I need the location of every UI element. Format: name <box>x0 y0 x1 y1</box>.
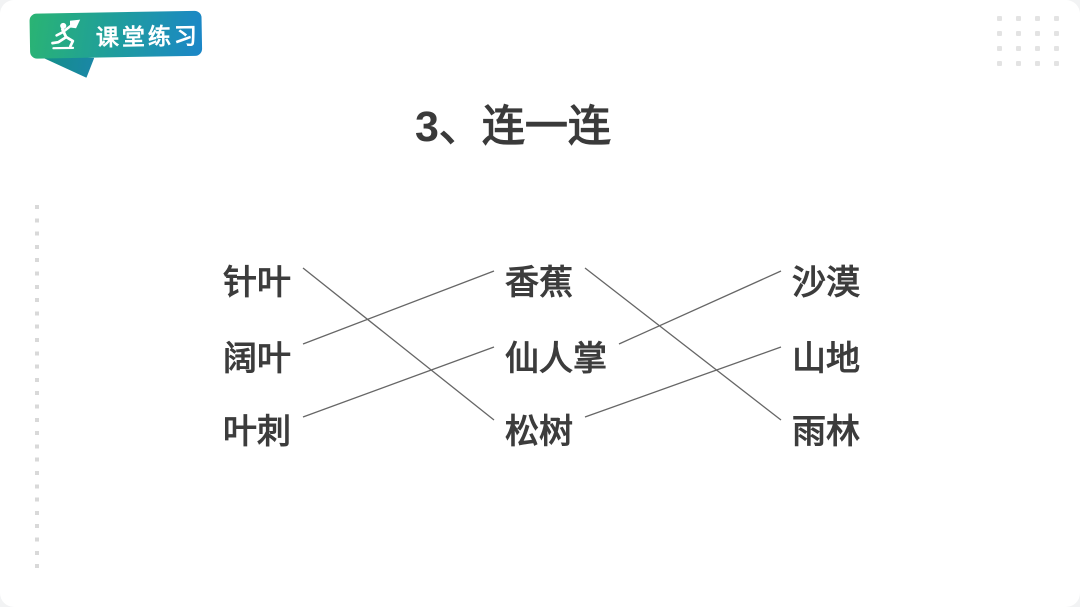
connection-line-yeci-xianrenzhang <box>302 346 495 418</box>
match-word-xiangjiao[interactable]: 香蕉 <box>505 264 573 302</box>
match-word-shamo[interactable]: 沙漠 <box>792 264 860 302</box>
match-word-kuoye[interactable]: 阔叶 <box>223 340 291 378</box>
dot-square <box>997 61 1002 66</box>
connection-line-kuoye-xiangjiao <box>302 270 495 345</box>
dot-square <box>1035 46 1040 51</box>
lesson-badge: 课堂练习 <box>27 7 228 82</box>
badge-body: 课堂练习 <box>29 10 203 59</box>
dot-square <box>997 16 1002 21</box>
dot-square <box>1054 31 1059 36</box>
dot-square <box>1035 16 1040 21</box>
dot-square <box>1016 61 1021 66</box>
dot-square <box>1054 16 1059 21</box>
dotted-line-decoration <box>35 205 39 575</box>
connection-line-xianrenzhang-shamo <box>618 270 782 345</box>
connection-line-xiangjiao-yulin <box>584 267 782 421</box>
match-word-xianrenzhang[interactable]: 仙人掌 <box>505 340 607 378</box>
match-word-yulin[interactable]: 雨林 <box>792 413 860 451</box>
running-person-icon <box>51 19 81 49</box>
dot-square <box>997 46 1002 51</box>
dot-square <box>1016 31 1021 36</box>
page-title: 3、连一连 <box>415 103 611 151</box>
dot-square <box>1035 61 1040 66</box>
dot-square <box>1054 61 1059 66</box>
match-word-zhenye[interactable]: 针叶 <box>223 264 291 302</box>
dots-grid-decoration <box>997 16 1059 66</box>
match-word-shandi[interactable]: 山地 <box>792 340 860 378</box>
dot-square <box>1054 46 1059 51</box>
connection-line-zhenye-songshu <box>302 267 495 421</box>
dot-square <box>1016 16 1021 21</box>
match-word-yeci[interactable]: 叶刺 <box>223 413 291 451</box>
dot-square <box>1016 46 1021 51</box>
connection-line-songshu-shandi <box>584 346 782 418</box>
match-word-songshu[interactable]: 松树 <box>505 413 573 451</box>
dot-square <box>997 31 1002 36</box>
dot-square <box>1035 31 1040 36</box>
